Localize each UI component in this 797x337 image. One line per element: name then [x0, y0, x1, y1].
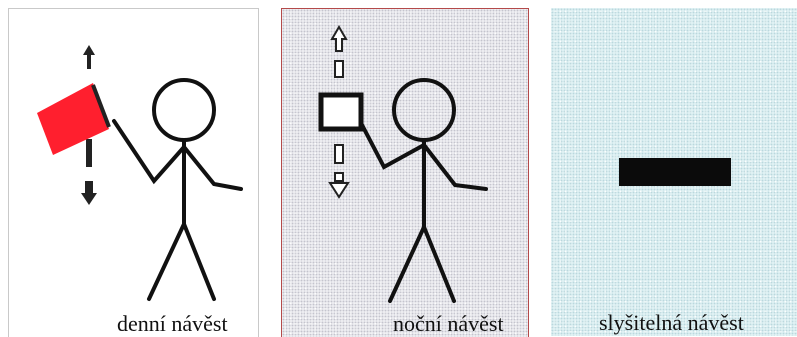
long-tone-dash	[619, 158, 731, 186]
stick-figure	[112, 78, 243, 301]
panel-night-signal: noční návěst	[281, 8, 529, 337]
outline-arrow-up-icon	[330, 25, 348, 78]
stick-figure	[359, 78, 488, 303]
caption-audible-signal: slyšitelná návěst	[599, 310, 744, 335]
arrow-down-icon	[81, 139, 97, 205]
outline-arrow-down-icon	[328, 144, 350, 199]
red-flag	[37, 83, 111, 155]
caption-night-signal: noční návěst	[393, 311, 504, 336]
day-signal-illustration	[37, 45, 243, 301]
night-signal-illustration	[318, 25, 488, 303]
lantern	[318, 92, 364, 132]
audible-signal-illustration	[619, 158, 731, 186]
caption-day-signal: denní návěst	[117, 311, 228, 336]
panel-audible-signal: slyšitelná návěst	[551, 8, 797, 336]
panel-day-signal: denní návěst	[8, 8, 259, 337]
arrow-up-icon	[83, 45, 95, 69]
